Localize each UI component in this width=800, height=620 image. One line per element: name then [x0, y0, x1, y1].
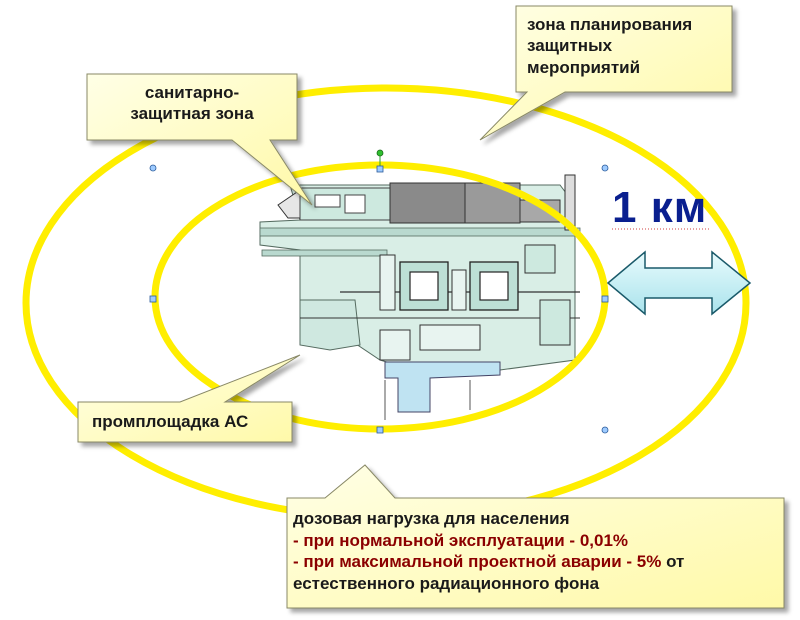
dose-accident-line: - при максимальной проектной аварии - 5%…	[293, 551, 781, 573]
dose-text: дозовая нагрузка для населения - при нор…	[293, 508, 781, 594]
dose-normal-value: 0,01%	[579, 530, 629, 550]
resize-handle[interactable]	[601, 295, 609, 303]
site-plan-building	[519, 199, 561, 223]
callout-sanitary-zone	[86, 73, 313, 206]
site-plan	[259, 174, 581, 420]
sanitary-zone-label: санитарно- защитная зона	[87, 82, 297, 125]
industrial-site-label: промплощадка АС	[92, 412, 249, 431]
dose-last-line: естественного радиационного фона	[293, 573, 600, 593]
dose-accident-value: 5%	[636, 552, 662, 572]
planning-zone-line: защитных	[527, 36, 613, 56]
reactor-block-1-core	[409, 271, 439, 301]
planning-zone-label: зона планирования защитных мероприятий	[527, 14, 692, 78]
site-plan-building	[379, 329, 411, 361]
site-plan-building	[379, 254, 396, 311]
double-arrow-icon	[606, 250, 752, 316]
site-plan-road	[261, 249, 388, 257]
site-plan-area	[299, 299, 361, 351]
planning-zone-line: зона планирования	[527, 15, 693, 34]
sanitary-zone-line: защитная зона	[130, 104, 254, 124]
callout-dose	[286, 464, 785, 609]
resize-handle[interactable]	[376, 165, 384, 173]
site-plan-building	[314, 194, 341, 208]
site-plan-building	[344, 194, 366, 214]
sanitary-zone-line: санитарно-	[144, 83, 240, 102]
resize-handle[interactable]	[149, 164, 157, 172]
callout-industrial-site	[77, 354, 301, 443]
callout-planning-zone	[479, 5, 733, 141]
site-plan-building	[419, 324, 481, 351]
site-plan-road	[259, 227, 581, 237]
dose-normal-prefix: - при нормальной эксплуатации -	[293, 530, 580, 550]
site-plan-building	[451, 269, 467, 311]
resize-handle[interactable]	[601, 164, 609, 172]
resize-handle[interactable]	[601, 426, 609, 434]
site-plan-basin	[384, 361, 501, 413]
resize-handle[interactable]	[149, 295, 157, 303]
rotate-handle[interactable]	[376, 149, 384, 157]
dose-normal-line: - при нормальной эксплуатации - 0,01%	[293, 530, 781, 552]
dose-accident-suffix: от	[661, 552, 685, 572]
site-plan-building	[389, 182, 466, 224]
resize-handle[interactable]	[376, 426, 384, 434]
dose-accident-prefix: - при максимальной проектной аварии -	[293, 552, 637, 572]
dose-title: дозовая нагрузка для населения	[293, 509, 570, 528]
reactor-block-2-core	[479, 271, 509, 301]
planning-zone-line: мероприятий	[527, 57, 641, 77]
site-plan-building	[524, 244, 556, 274]
scale-label: 1 км	[612, 183, 708, 232]
site-plan-building	[539, 299, 571, 346]
